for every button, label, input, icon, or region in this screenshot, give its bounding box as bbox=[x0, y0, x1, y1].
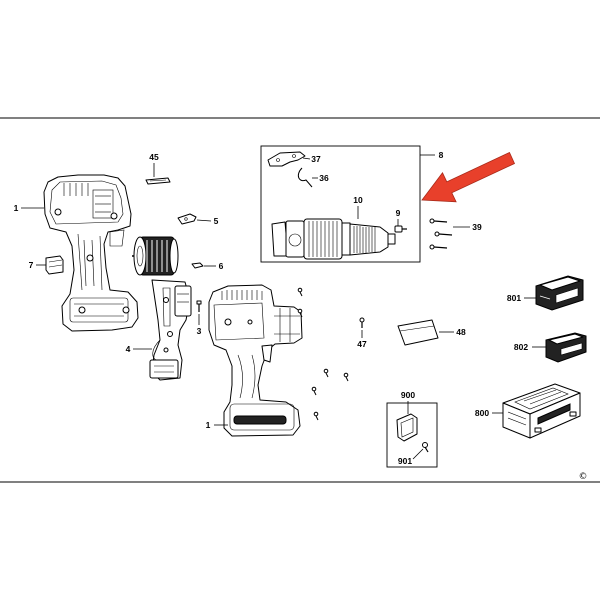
callout-800: 800 bbox=[475, 408, 489, 418]
callout-47: 47 bbox=[357, 339, 367, 349]
callout-7: 7 bbox=[29, 260, 34, 270]
part-9-screw bbox=[394, 225, 407, 233]
callout-9: 9 bbox=[396, 208, 401, 218]
housing-screws bbox=[297, 287, 349, 421]
callout-5: 5 bbox=[214, 216, 219, 226]
part-39-pins bbox=[429, 218, 453, 250]
screw bbox=[313, 411, 319, 421]
part-47-screw bbox=[359, 317, 365, 328]
leader-901 bbox=[412, 448, 424, 460]
callout-802: 802 bbox=[514, 342, 528, 352]
callout-10: 10 bbox=[353, 195, 363, 205]
callout-900: 900 bbox=[401, 390, 415, 400]
part-900-belt-clip bbox=[396, 413, 418, 442]
part-45-pin bbox=[145, 177, 171, 185]
part-800-charger bbox=[502, 383, 581, 439]
part-1-housing-assembled bbox=[208, 284, 303, 437]
part-36-spring bbox=[297, 167, 313, 188]
pin bbox=[434, 231, 453, 237]
part-7-cover bbox=[45, 255, 64, 275]
part-3-screw bbox=[196, 300, 202, 312]
callout-37: 37 bbox=[311, 154, 321, 164]
callout-3: 3 bbox=[197, 326, 202, 336]
callout-4: 4 bbox=[126, 344, 131, 354]
part-48-label bbox=[397, 319, 439, 346]
leader-5 bbox=[196, 219, 212, 222]
screw bbox=[297, 287, 303, 297]
red-arrow-icon bbox=[421, 151, 516, 203]
part-10-gearbox-chuck bbox=[271, 218, 396, 260]
part-5-tab bbox=[177, 213, 197, 225]
part-6-screw bbox=[191, 262, 204, 269]
part-900-box bbox=[386, 402, 438, 468]
copyright-mark: © bbox=[579, 472, 588, 482]
leader-37 bbox=[302, 157, 311, 160]
callout-36: 36 bbox=[319, 173, 329, 183]
callout-48: 48 bbox=[456, 327, 466, 337]
screw bbox=[297, 308, 303, 318]
part-901-screw bbox=[422, 442, 429, 453]
part-802-battery bbox=[545, 332, 587, 363]
callout-1-top: 1 bbox=[14, 203, 19, 213]
screw bbox=[311, 386, 317, 396]
motor bbox=[132, 236, 179, 276]
part-1-housing-half bbox=[43, 174, 139, 332]
pin bbox=[429, 244, 448, 250]
callout-8: 8 bbox=[439, 150, 444, 160]
callout-45: 45 bbox=[149, 152, 159, 162]
screw bbox=[343, 372, 349, 382]
part-4-switch-assembly bbox=[149, 279, 192, 381]
part-8-assembly-box bbox=[260, 145, 421, 263]
pin bbox=[429, 218, 448, 224]
callout-801: 801 bbox=[507, 293, 521, 303]
callout-1-bottom: 1 bbox=[206, 420, 211, 430]
callout-901: 901 bbox=[398, 456, 412, 466]
screw bbox=[323, 368, 329, 378]
callout-39: 39 bbox=[472, 222, 482, 232]
part-801-battery bbox=[535, 275, 584, 311]
callout-6: 6 bbox=[219, 261, 224, 271]
part-37-bracket bbox=[267, 151, 306, 167]
